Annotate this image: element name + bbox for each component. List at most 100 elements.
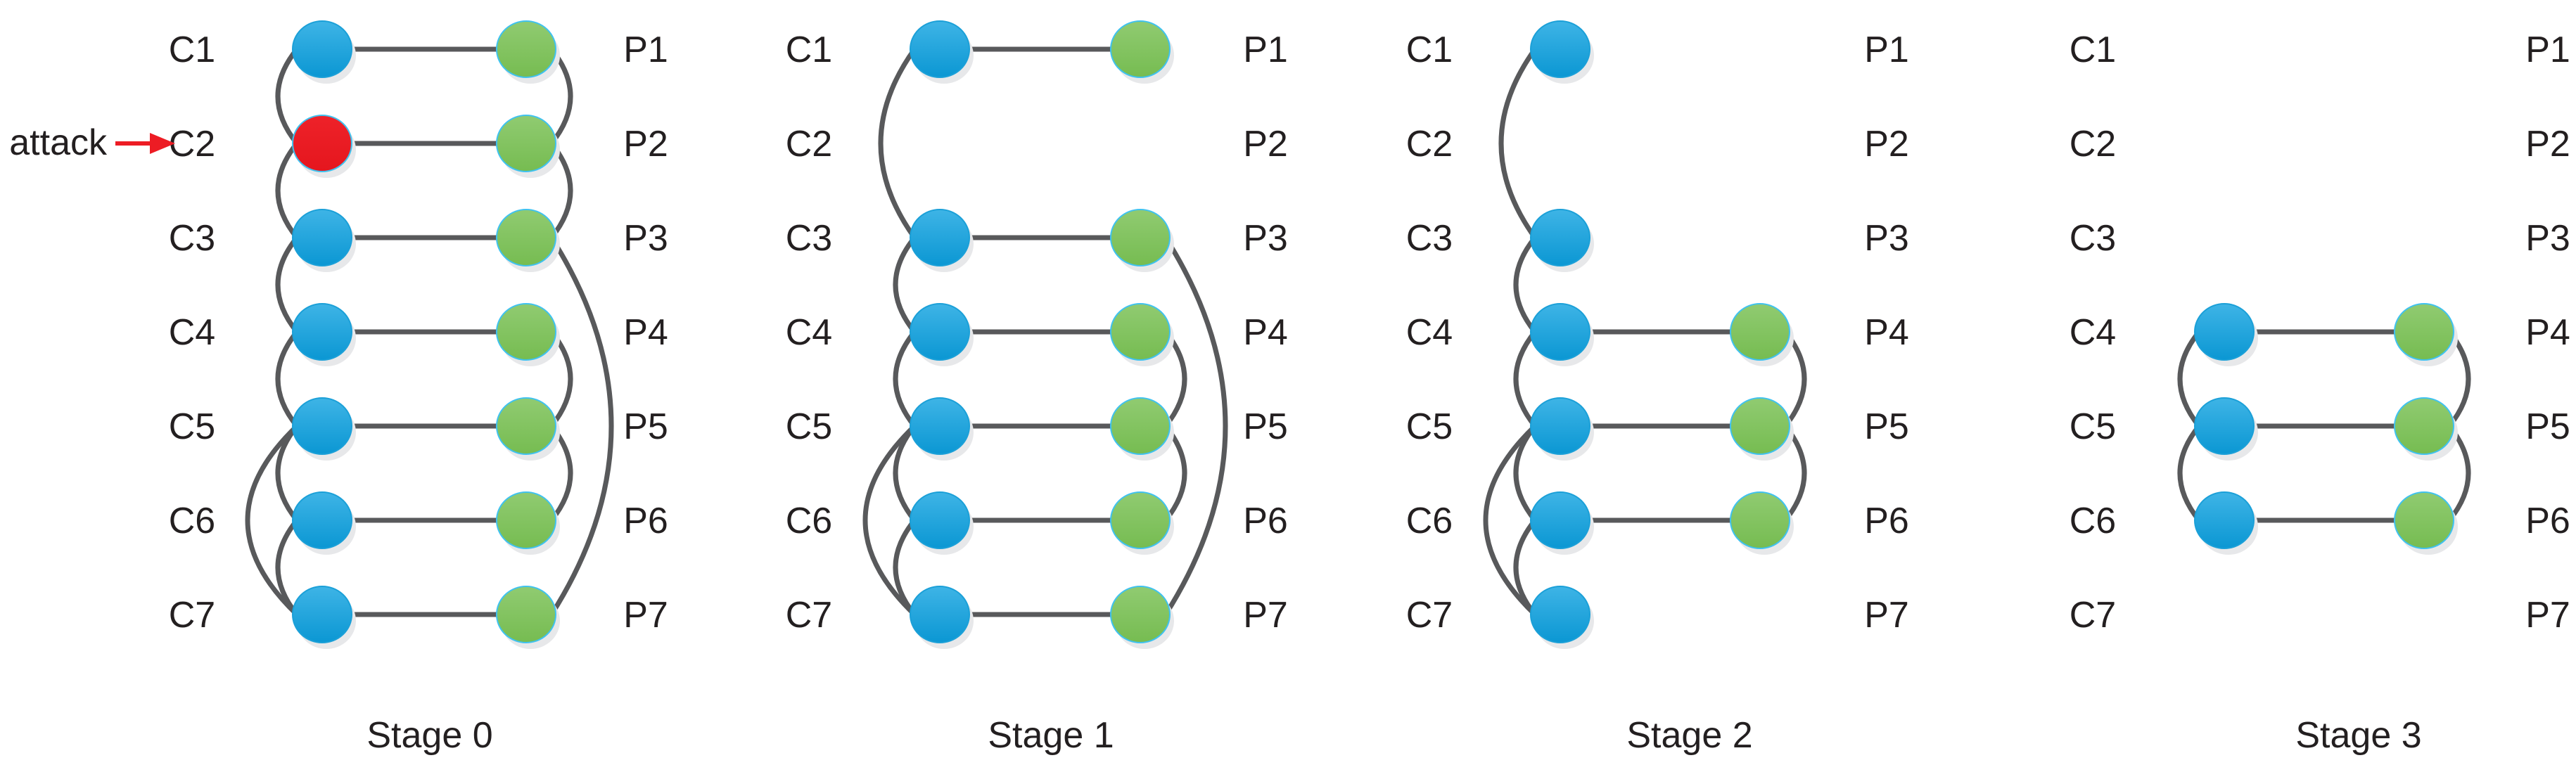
- stage0-row-label-C3: C3: [169, 218, 215, 259]
- stage1-row-label-P4: P4: [1243, 312, 1288, 353]
- stage0-row-label-P6: P6: [623, 501, 668, 541]
- stage2-node-C1: [1530, 20, 1590, 78]
- stage0-row-label-C2: C2: [169, 124, 215, 165]
- stage3-row-label-P1: P1: [2525, 30, 2570, 70]
- stage2-node-C5: [1530, 397, 1590, 455]
- stage1-node-P7: [1110, 586, 1171, 643]
- stage1-node-C5: [910, 397, 970, 455]
- stage2-row-label-P4: P4: [1864, 312, 1909, 353]
- stage0-node-C4: [292, 303, 352, 361]
- stage2-arc-C3-C4: [1513, 235, 1538, 335]
- stage0-arc-C3-C4: [275, 235, 300, 335]
- stage1-node-C6: [910, 491, 970, 549]
- stage2-node-P5: [1730, 397, 1790, 455]
- stage3-node-C6: [2194, 491, 2255, 549]
- stage2-arc-C4-C5: [1513, 329, 1538, 429]
- stage2-row-label-P3: P3: [1864, 218, 1909, 259]
- stage3-node-P5: [2394, 397, 2454, 455]
- stage0-node-P2: [496, 115, 556, 172]
- stage3-node-C4: [2194, 303, 2255, 361]
- stage2-node-C6: [1530, 491, 1590, 549]
- stage1-arc-P3-P7: [1163, 235, 1228, 617]
- stage1-row-label-C2: C2: [786, 124, 832, 165]
- stage0-row-label-C5: C5: [169, 406, 215, 447]
- attack-label: attack: [9, 122, 108, 163]
- stage2-row-label-P6: P6: [1864, 501, 1909, 541]
- stage1-row-label-C6: C6: [786, 501, 832, 541]
- stage1-node-C3: [910, 209, 970, 266]
- stage3-row-label-C1: C1: [2070, 30, 2116, 70]
- attack-annotation: attack: [9, 122, 175, 163]
- stage1-node-P3: [1110, 209, 1171, 266]
- stage1-arc-C5-C7: [862, 423, 917, 617]
- stage0-node-P5: [496, 397, 556, 455]
- stage0-row-label-C4: C4: [169, 312, 215, 353]
- stage1-node-C1: [910, 20, 970, 78]
- stage2-row-label-C5: C5: [1406, 406, 1453, 447]
- stage0-arc-C1-C2: [275, 46, 300, 146]
- stage2-arc-C5-C7: [1483, 423, 1538, 617]
- stage2-node-C4: [1530, 303, 1590, 361]
- stage2-row-label-C6: C6: [1406, 501, 1453, 541]
- stage3-node-P6: [2394, 491, 2454, 549]
- stage1-node-P4: [1110, 303, 1171, 361]
- stage2-node-C7: [1530, 586, 1590, 643]
- stage0-row-label-C1: C1: [169, 30, 215, 70]
- stage1-row-label-P3: P3: [1243, 218, 1288, 259]
- stage2-arc-C1-C3: [1498, 46, 1538, 240]
- stage0-node-P3: [496, 209, 556, 266]
- stage0-node-C1: [292, 20, 352, 78]
- stage1-row-label-P2: P2: [1243, 124, 1288, 165]
- stage0-node-C3: [292, 209, 352, 266]
- stage3-row-label-C5: C5: [2070, 406, 2116, 447]
- stage2-row-label-C3: C3: [1406, 218, 1453, 259]
- stage1-node-C7: [910, 586, 970, 643]
- stage3-row-label-P5: P5: [2525, 406, 2570, 447]
- stage3-row-label-C2: C2: [2070, 124, 2116, 165]
- stage1-arc-C1-C3: [878, 46, 917, 240]
- stage0-row-label-P5: P5: [623, 406, 668, 447]
- stage2-row-label-P5: P5: [1864, 406, 1909, 447]
- attack-arrow-icon: [150, 133, 175, 154]
- stage1-node-P1: [1110, 20, 1171, 78]
- stage0-arc-C5-C7: [245, 423, 300, 617]
- stage2-row-label-C7: C7: [1406, 595, 1453, 636]
- stage3-arc-C4-C5: [2177, 329, 2202, 429]
- stage3-row-label-C3: C3: [2070, 218, 2116, 259]
- stage1-row-label-P6: P6: [1243, 501, 1288, 541]
- stage1-node-P5: [1110, 397, 1171, 455]
- stage0-row-label-P7: P7: [623, 595, 668, 636]
- stage1-row-label-C5: C5: [786, 406, 832, 447]
- stage3-node-P4: [2394, 303, 2454, 361]
- stage-caption-1: Stage 1: [988, 715, 1114, 756]
- stage2-row-label-C2: C2: [1406, 124, 1453, 165]
- stage2-row-label-C1: C1: [1406, 30, 1453, 70]
- stage2-row-label-P1: P1: [1864, 30, 1909, 70]
- stage1-arc-C3-C4: [893, 235, 917, 335]
- stage0-row-label-C6: C6: [169, 501, 215, 541]
- stage3-row-label-C6: C6: [2070, 501, 2116, 541]
- stage3-row-label-C7: C7: [2070, 595, 2116, 636]
- stage0-arc-P3-P7: [549, 235, 614, 617]
- stage3-row-label-C4: C4: [2070, 312, 2116, 353]
- stage-caption-3: Stage 3: [2295, 715, 2421, 756]
- stage0-row-label-P1: P1: [623, 30, 668, 70]
- stage0-row-label-C7: C7: [169, 595, 215, 636]
- stage1-row-label-P7: P7: [1243, 595, 1288, 636]
- stage1-node-C4: [910, 303, 970, 361]
- stage0-arc-C2-C3: [275, 141, 300, 240]
- stage0-node-P1: [496, 20, 556, 78]
- stage0-node-P4: [496, 303, 556, 361]
- stage3-arc-C5-C6: [2177, 423, 2202, 523]
- stage-caption-2: Stage 2: [1626, 715, 1752, 756]
- stage3-row-label-P3: P3: [2525, 218, 2570, 259]
- stage1-row-label-C1: C1: [786, 30, 832, 70]
- stage0-node-C6: [292, 491, 352, 549]
- stage0-row-label-P3: P3: [623, 218, 668, 259]
- stage0-node-P6: [496, 491, 556, 549]
- stage0-row-label-P4: P4: [623, 312, 668, 353]
- stage0-arc-C4-C5: [275, 329, 300, 429]
